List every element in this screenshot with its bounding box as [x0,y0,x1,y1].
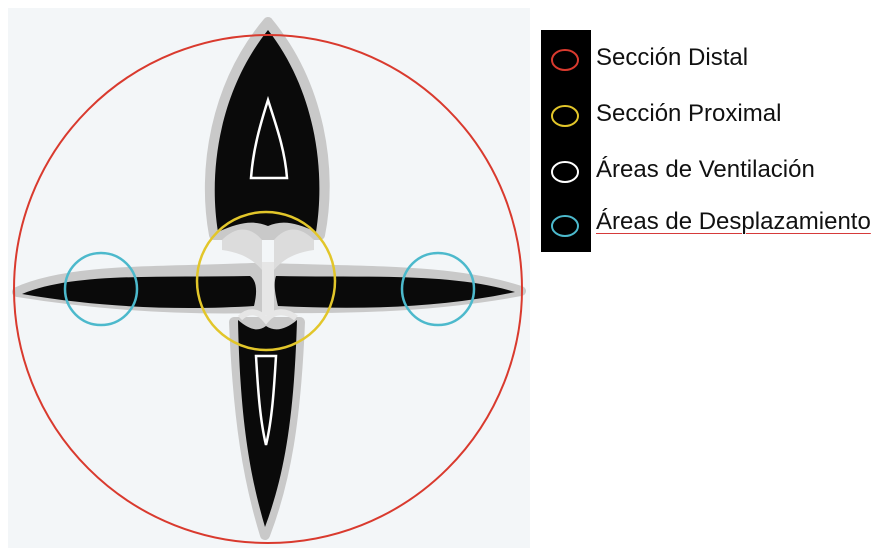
legend-label-displacement: Áreas de Desplazamiento [596,208,871,235]
legend-swatch-panel [541,30,591,252]
ventilation-area-top [249,95,289,180]
legend-label-proximal: Sección Proximal [596,100,782,127]
legend-swatch-ventilation [551,161,579,183]
legend-swatch-distal [551,49,579,71]
displacement-area-left [63,251,139,327]
legend-swatch-displacement [551,215,579,237]
bottom-blade [238,320,297,527]
legend-label-ventilation: Áreas de Ventilación [596,156,815,183]
displacement-area-right [400,251,476,327]
legend-label-distal: Sección Distal [596,44,749,71]
ventilation-area-bottom [254,354,278,446]
distal-section-circle [13,34,523,544]
legend-swatch-proximal [551,105,579,127]
proximal-section-circle [195,210,337,352]
central-hub [222,229,314,325]
top-blade [214,30,320,232]
